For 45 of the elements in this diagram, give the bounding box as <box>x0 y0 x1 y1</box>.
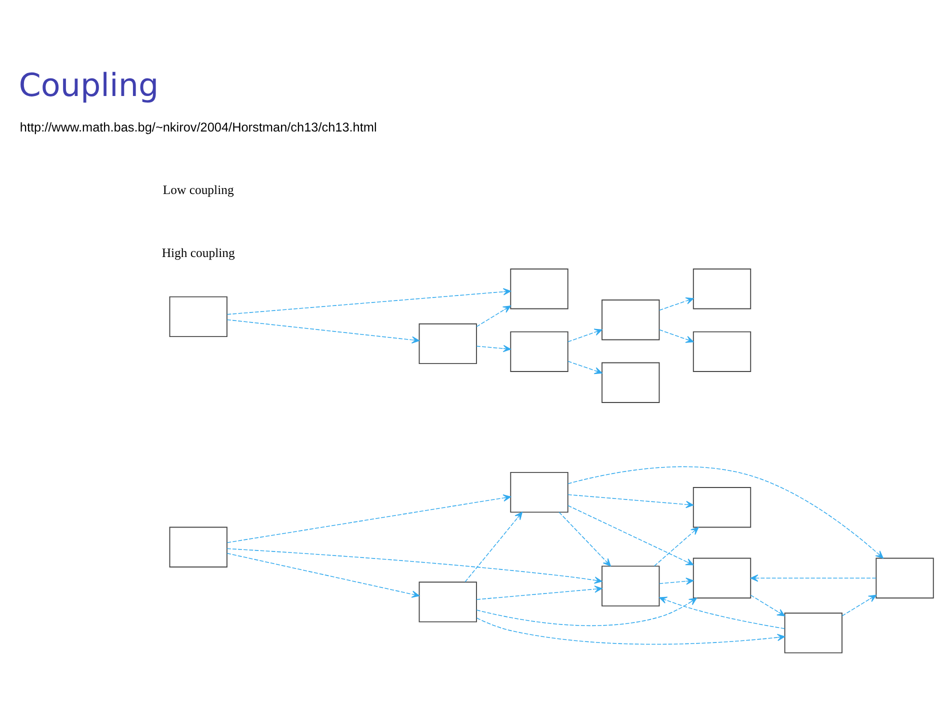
arrow <box>568 466 884 558</box>
diagram-title: Coupling <box>18 67 159 104</box>
arrow <box>750 594 786 616</box>
arrow <box>568 494 694 508</box>
arrow <box>476 617 786 644</box>
arrow <box>226 288 511 314</box>
node-box <box>876 557 934 598</box>
arrow <box>226 494 511 542</box>
arrow <box>476 585 602 600</box>
arrow <box>750 574 876 582</box>
node-box <box>418 581 477 622</box>
arrow <box>659 596 785 629</box>
label: http://www.math.bas.bg/~nkirov/2004/Horstman/ch13/ch13.html <box>20 118 377 134</box>
arrow <box>842 594 876 616</box>
node-box <box>169 526 228 567</box>
node-box <box>510 330 568 372</box>
label: High coupling <box>162 245 235 260</box>
node-box <box>692 486 752 528</box>
arrow <box>568 360 602 374</box>
label: Low coupling <box>162 182 234 197</box>
arrow <box>476 597 697 626</box>
arrow <box>226 318 420 343</box>
node-box <box>418 322 477 364</box>
node-box <box>602 299 660 340</box>
arrow <box>558 511 611 566</box>
node-box <box>510 471 568 512</box>
arrow <box>658 328 694 342</box>
arrow <box>226 552 420 598</box>
arrow <box>476 305 511 327</box>
node-box <box>692 268 752 309</box>
arrow <box>658 296 694 310</box>
node-box <box>602 362 660 402</box>
arrow <box>658 577 694 584</box>
node-box <box>510 268 568 309</box>
arrow <box>654 526 699 566</box>
arrow <box>464 511 522 582</box>
node-box <box>602 565 660 606</box>
arrow <box>568 328 602 342</box>
arrow <box>476 344 511 352</box>
node-box <box>169 296 228 337</box>
node-box <box>692 330 752 372</box>
arrow <box>226 548 602 584</box>
node-box <box>784 612 842 653</box>
arrow <box>568 504 694 565</box>
node-box <box>692 557 752 598</box>
